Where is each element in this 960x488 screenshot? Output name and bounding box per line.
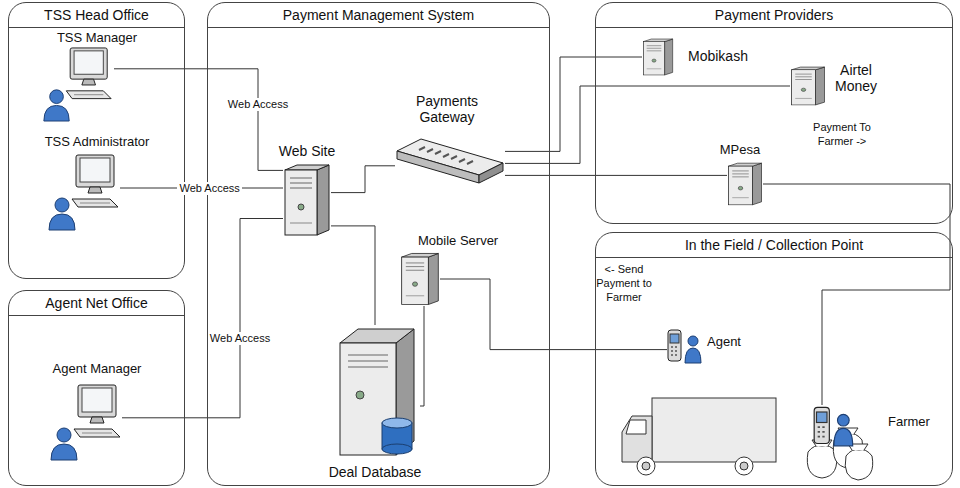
edge-label: Web Access	[226, 98, 290, 111]
group-title: Payment Management System	[208, 3, 549, 28]
connector-line	[505, 175, 727, 176]
node-label: TSS Administrator	[45, 134, 150, 149]
connector-line	[505, 57, 642, 151]
database-server-icon	[330, 325, 420, 460]
device-node: Agent Manager	[48, 380, 122, 464]
group-panel: In the Field / Collection PointAgentFarm…	[595, 232, 953, 486]
group-title: Agent Net Office	[9, 291, 184, 316]
edge-label: Web Access	[177, 182, 241, 195]
device-node: Deal Database	[330, 325, 420, 460]
node-label: Mobile Server	[418, 233, 498, 248]
node-label: Web Site	[279, 143, 336, 159]
device-node: Airtel Money	[790, 66, 826, 106]
node-label: Farmer	[888, 414, 930, 429]
node-label: MPesa	[720, 142, 760, 157]
node-label: TSS Manager	[57, 30, 137, 45]
server-icon	[727, 162, 763, 206]
device-node: Farmer	[810, 405, 858, 447]
node-label: Agent	[707, 334, 741, 349]
gateway-switch-icon	[395, 137, 505, 185]
connector-line	[505, 86, 790, 163]
group-panel: Payment ProvidersMobikashAirtel MoneyMPe…	[595, 2, 953, 224]
phone-user-icon	[667, 328, 703, 364]
annotation-note: Payment To Farmer ->	[803, 120, 881, 148]
connector-line	[440, 279, 667, 350]
node-label: Deal Database	[329, 464, 422, 480]
group-title: Payment Providers	[596, 3, 952, 28]
node-label: Agent Manager	[53, 361, 142, 376]
connector-line	[763, 184, 950, 405]
group-panel: Payment Management SystemWeb Site Payment…	[207, 2, 550, 486]
device-node: Mobikash	[642, 38, 674, 76]
server-icon	[283, 163, 331, 237]
server-icon	[642, 38, 674, 76]
device-node: Web Site	[283, 163, 331, 237]
device-node: Payments Gateway	[395, 137, 505, 185]
group-title: TSS Head Office	[9, 3, 184, 28]
device-node: TSS Administrator	[46, 152, 120, 232]
annotation-note: <- Send Payment to Farmer	[593, 262, 655, 304]
group-panel: Agent Net OfficeAgent Manager	[8, 290, 185, 486]
node-label: Payments Gateway	[404, 93, 490, 125]
node-label: Mobikash	[688, 48, 748, 64]
truck	[622, 398, 776, 475]
edge-label: Web Access	[208, 332, 272, 345]
phone-user-icon	[810, 405, 858, 447]
server-icon	[790, 66, 826, 106]
connector-line	[114, 69, 283, 171]
device-node: Mobile Server	[400, 252, 440, 306]
connector-line	[331, 226, 375, 325]
device-node: MPesa	[727, 162, 763, 206]
connector-line	[331, 166, 395, 193]
computer-user-icon	[48, 380, 122, 464]
node-label: Airtel Money	[828, 62, 884, 94]
server-icon	[400, 252, 440, 306]
group-panel: TSS Head OfficeTSS ManagerTSS Administra…	[8, 2, 185, 279]
computer-user-icon	[46, 152, 120, 232]
group-title: In the Field / Collection Point	[596, 233, 952, 258]
computer-user-icon	[40, 46, 114, 122]
device-node: Agent	[667, 328, 703, 364]
connector-line	[420, 306, 424, 406]
connector-line	[122, 219, 283, 418]
device-node: TSS Manager	[40, 46, 114, 122]
